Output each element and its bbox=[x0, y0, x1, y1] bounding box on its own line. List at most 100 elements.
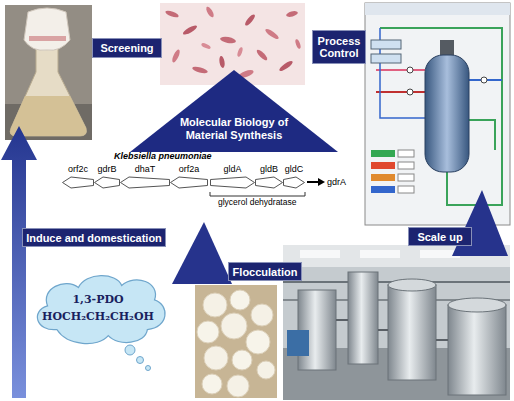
floc-photo bbox=[227, 375, 249, 397]
factory-photo bbox=[448, 298, 506, 312]
factory-photo bbox=[436, 339, 448, 341]
process-flow-chart bbox=[376, 69, 425, 71]
micrograph bbox=[244, 13, 257, 27]
process-flow-chart bbox=[365, 3, 510, 225]
gene-arrow-shape bbox=[256, 177, 283, 188]
gene-arrow-shape bbox=[121, 177, 170, 188]
flask-photo bbox=[5, 5, 92, 140]
micrograph bbox=[264, 27, 280, 40]
factory-photo bbox=[378, 329, 388, 331]
process-flow-chart bbox=[469, 120, 495, 150]
micrograph bbox=[171, 49, 181, 64]
micrograph bbox=[165, 9, 180, 18]
step-label: Flocculation bbox=[228, 262, 302, 281]
floc-photo bbox=[257, 361, 275, 379]
factory-photo bbox=[336, 319, 348, 321]
process-flow-chart bbox=[371, 150, 395, 157]
factory-photo bbox=[348, 272, 378, 364]
gene-map-lines bbox=[210, 178, 325, 196]
process-flow-chart bbox=[371, 40, 401, 49]
step-label: Screening bbox=[92, 38, 162, 58]
big-arrow bbox=[1, 126, 37, 398]
triangle-text: Molecular Biology of Material Synthesis bbox=[173, 116, 295, 142]
gene-name: gdrB bbox=[88, 163, 126, 175]
process-flow-chart bbox=[398, 174, 414, 181]
label-text: Scale up bbox=[417, 231, 462, 243]
gene-arrow-shape bbox=[283, 176, 305, 189]
gene-name: gldB bbox=[249, 163, 289, 175]
process-flow-chart bbox=[481, 77, 487, 83]
flask-photo bbox=[29, 36, 66, 41]
gene-map-lines bbox=[210, 192, 305, 196]
gene-arrow-shape bbox=[170, 176, 208, 189]
gene-arrow-shape bbox=[255, 176, 283, 189]
floc-photo bbox=[203, 293, 227, 317]
process-flow-chart bbox=[376, 91, 425, 93]
floc-photo bbox=[197, 321, 219, 343]
floc-photo bbox=[232, 350, 252, 370]
arrow-triangle bbox=[452, 190, 508, 256]
gene-name: orf2c bbox=[56, 163, 100, 175]
gene-name: gldC bbox=[277, 163, 311, 175]
factory-photo bbox=[388, 285, 436, 380]
flask-photo bbox=[24, 8, 70, 50]
step-label: Scale up bbox=[408, 227, 472, 246]
triangle-shape bbox=[130, 70, 338, 152]
process-flow-chart bbox=[407, 89, 413, 95]
triangle-panel: Molecular Biology of Material Synthesis bbox=[130, 70, 338, 152]
micrograph bbox=[236, 47, 243, 58]
flask-photo bbox=[5, 5, 92, 140]
factory-photo bbox=[360, 250, 400, 258]
big-arrow bbox=[1, 126, 37, 398]
gene-map-lines bbox=[307, 181, 318, 183]
micrograph bbox=[205, 6, 215, 19]
gene-name: gdrA bbox=[327, 176, 346, 188]
gene-arrow: orf2a bbox=[170, 163, 208, 189]
step-label: Process Control bbox=[312, 30, 366, 64]
gene-arrow: gldA bbox=[210, 163, 255, 189]
process-flow-chart bbox=[440, 40, 454, 55]
factory-photo bbox=[388, 279, 436, 291]
process-flow-chart bbox=[425, 55, 469, 172]
gene-arrow: orf2c bbox=[62, 163, 94, 189]
process-flow-chart bbox=[365, 3, 510, 225]
formula-text: 1,3-PDO bbox=[72, 291, 123, 308]
micrograph bbox=[220, 36, 237, 45]
floc-photo bbox=[251, 304, 273, 326]
formula-text: HOCH₂CH₂CH₂OH bbox=[42, 308, 154, 325]
micrograph bbox=[278, 59, 294, 72]
gene-arrow-shape bbox=[62, 176, 94, 189]
flask-photo bbox=[10, 48, 86, 136]
gene-arrow: gldC bbox=[283, 163, 305, 189]
factory-photo bbox=[448, 305, 506, 395]
floc-photo bbox=[221, 313, 247, 339]
floc-photo bbox=[230, 290, 250, 310]
process-flow-chart bbox=[371, 54, 401, 63]
micrograph bbox=[182, 24, 198, 36]
cloud-shape bbox=[37, 276, 165, 344]
gene-arrow-shape bbox=[95, 177, 120, 188]
gene-arrow: dhaT bbox=[120, 163, 170, 189]
triangle-text-wrap: Molecular Biology of Material Synthesis bbox=[130, 116, 338, 142]
label-text: Flocculation bbox=[233, 266, 298, 278]
label-text: Process Control bbox=[315, 35, 363, 59]
step-label: Induce and domestication bbox=[22, 228, 166, 247]
cloud-shape bbox=[26, 268, 170, 348]
gene-name: gldA bbox=[204, 163, 261, 175]
micrograph bbox=[201, 42, 212, 50]
arrow-triangle bbox=[172, 222, 232, 284]
cloud-text-wrap: 1,3-PDOHOCH₂CH₂CH₂OH bbox=[26, 268, 170, 348]
label-text: Induce and domestication bbox=[26, 232, 162, 244]
process-flow-chart bbox=[407, 67, 413, 73]
gene-arrow-shape bbox=[63, 177, 94, 188]
micrograph bbox=[218, 56, 225, 69]
gene-group-label: glycerol dehydratase bbox=[218, 197, 296, 209]
micrograph bbox=[192, 66, 209, 75]
gene-arrow-shape bbox=[171, 177, 208, 188]
gene-map-lines bbox=[318, 178, 325, 186]
floc-photo bbox=[202, 374, 222, 394]
gene-arrow: gldB bbox=[255, 163, 283, 189]
thought-bubble bbox=[137, 357, 144, 364]
factory-photo bbox=[283, 245, 510, 400]
thought-bubbles bbox=[122, 344, 162, 374]
